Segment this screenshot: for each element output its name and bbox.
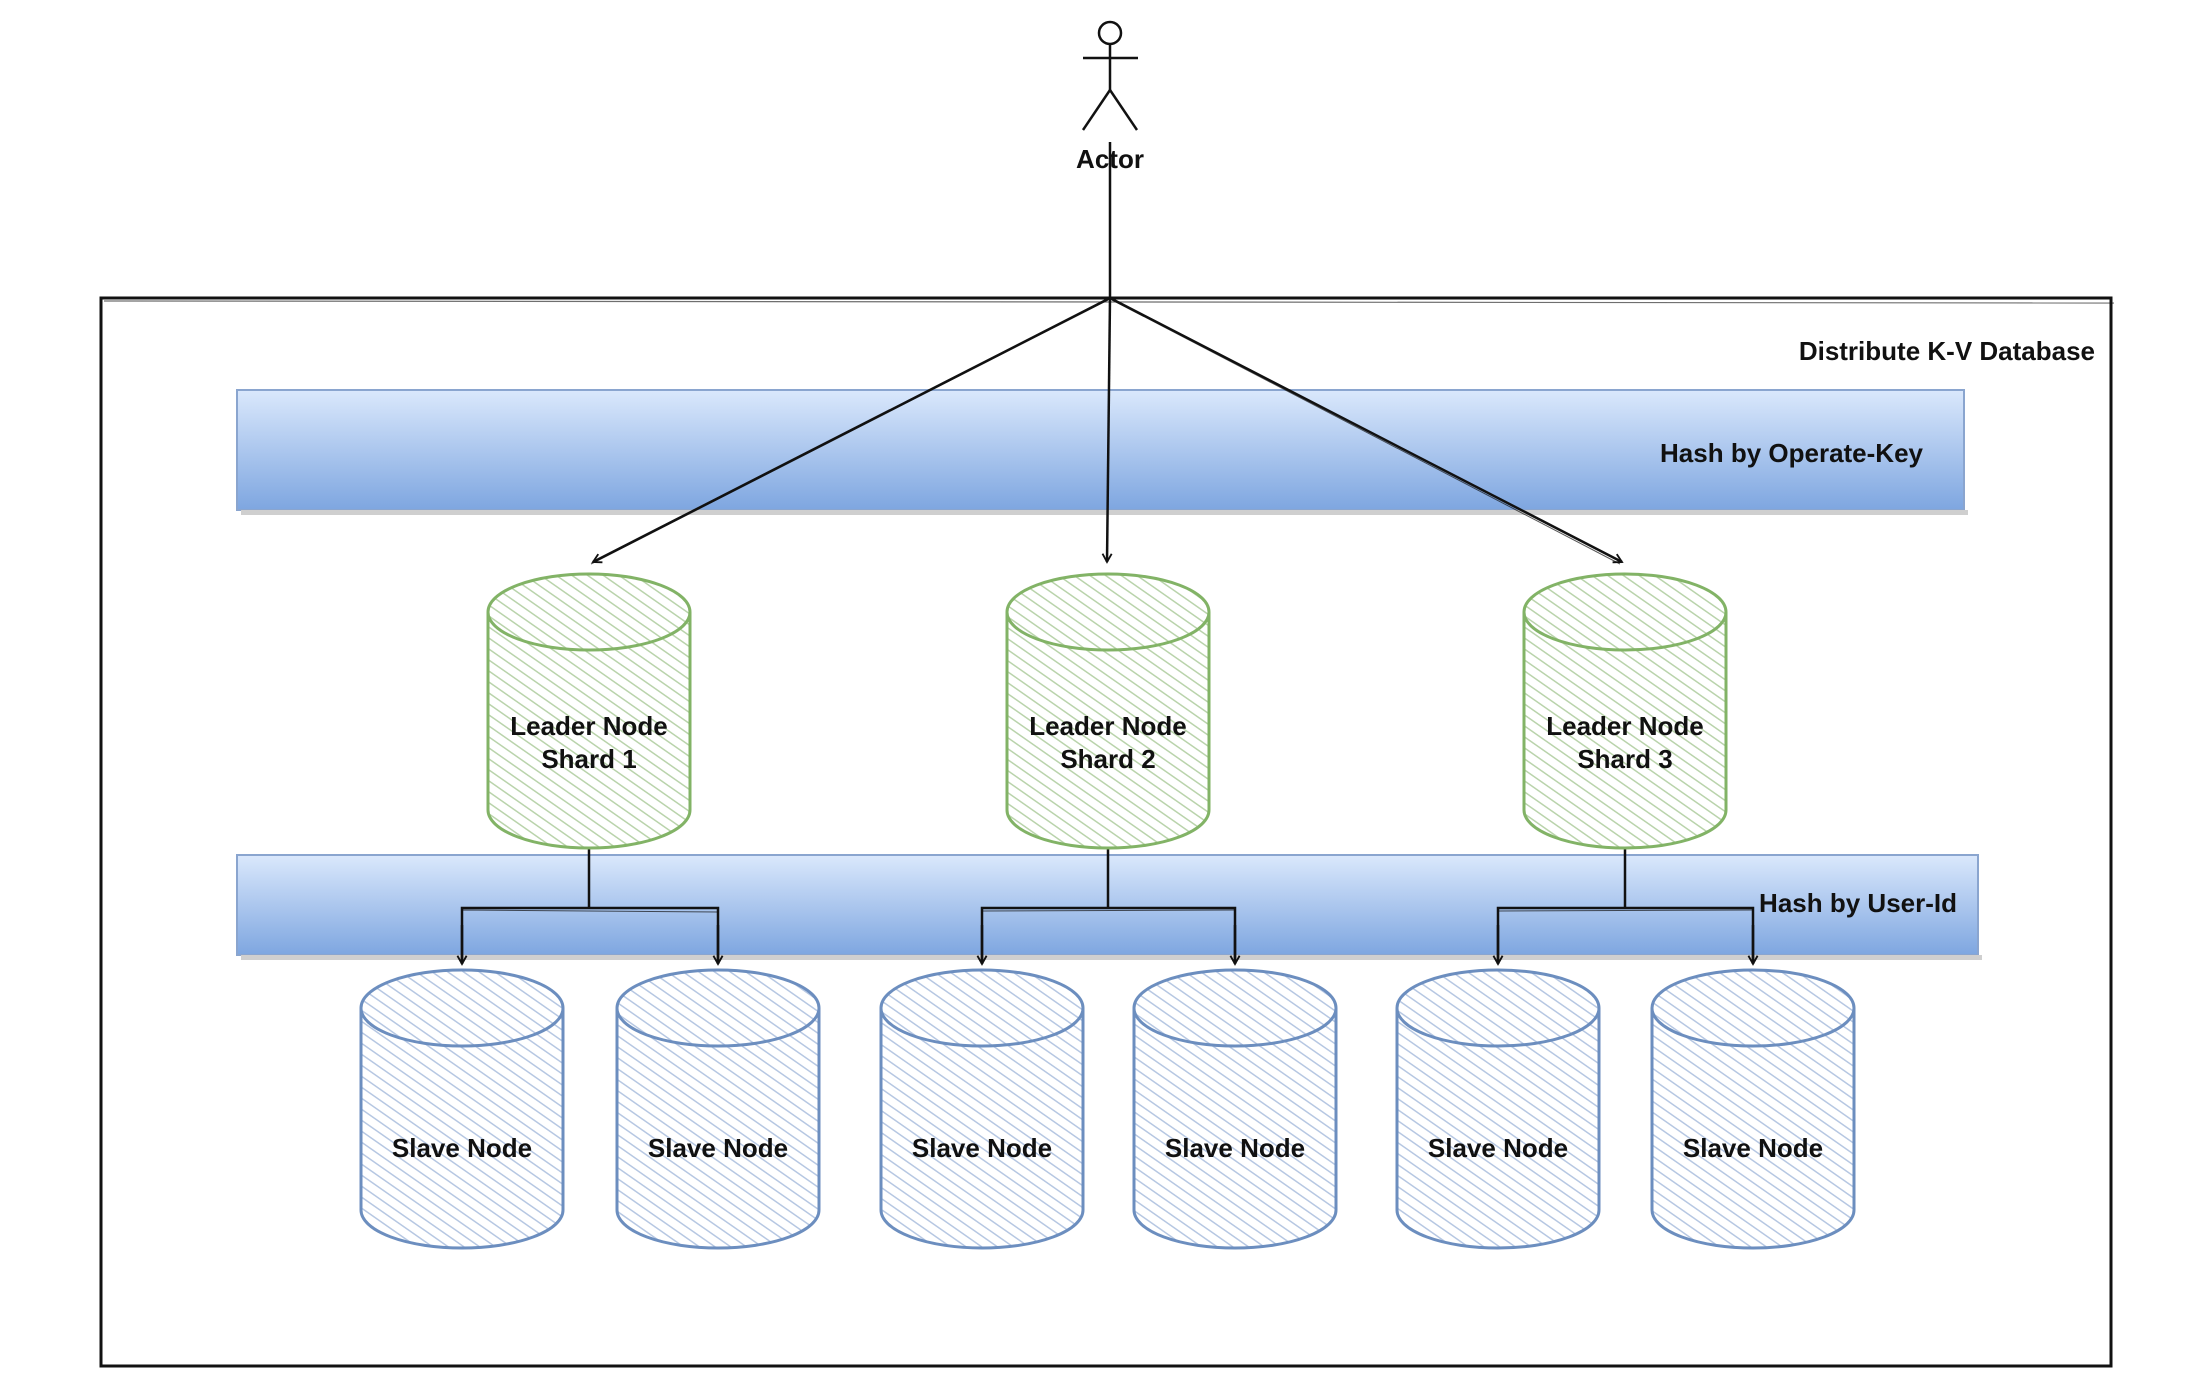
leader-label-line2: Shard 1 <box>541 744 636 774</box>
container-title: Distribute K-V Database <box>1799 336 2095 366</box>
slave-node[interactable]: Slave Node <box>359 968 565 1250</box>
actor-icon[interactable] <box>1081 20 1139 131</box>
slave-label: Slave Node <box>912 1133 1052 1163</box>
leader-label-line1: Leader Node <box>1546 711 1704 741</box>
leader-label-line1: Leader Node <box>1029 711 1187 741</box>
band-label-user-id: Hash by User-Id <box>1759 888 1957 918</box>
request-arrows <box>590 142 1622 565</box>
leader-node-shard-1[interactable]: Leader Node Shard 1 <box>486 572 692 850</box>
leader-label-line1: Leader Node <box>510 711 668 741</box>
slave-label: Slave Node <box>1428 1133 1568 1163</box>
slave-label: Slave Node <box>1683 1133 1823 1163</box>
slave-node[interactable]: Slave Node <box>1132 968 1338 1250</box>
hash-band-operate-key <box>236 389 1968 515</box>
leader-label-line2: Shard 3 <box>1577 744 1672 774</box>
slave-node[interactable]: Slave Node <box>1650 968 1856 1250</box>
slave-node[interactable]: Slave Node <box>879 968 1085 1250</box>
slave-node[interactable]: Slave Node <box>1395 968 1601 1250</box>
slave-node[interactable]: Slave Node <box>615 968 821 1250</box>
leader-node-shard-2[interactable]: Leader Node Shard 2 <box>1005 572 1211 850</box>
replication-connectors <box>462 848 1753 964</box>
leader-label-line2: Shard 2 <box>1060 744 1155 774</box>
leader-node-shard-3[interactable]: Leader Node Shard 3 <box>1522 572 1728 850</box>
slave-label: Slave Node <box>648 1133 788 1163</box>
slave-label: Slave Node <box>392 1133 532 1163</box>
band-label-operate-key: Hash by Operate-Key <box>1660 438 1924 468</box>
slave-label: Slave Node <box>1165 1133 1305 1163</box>
